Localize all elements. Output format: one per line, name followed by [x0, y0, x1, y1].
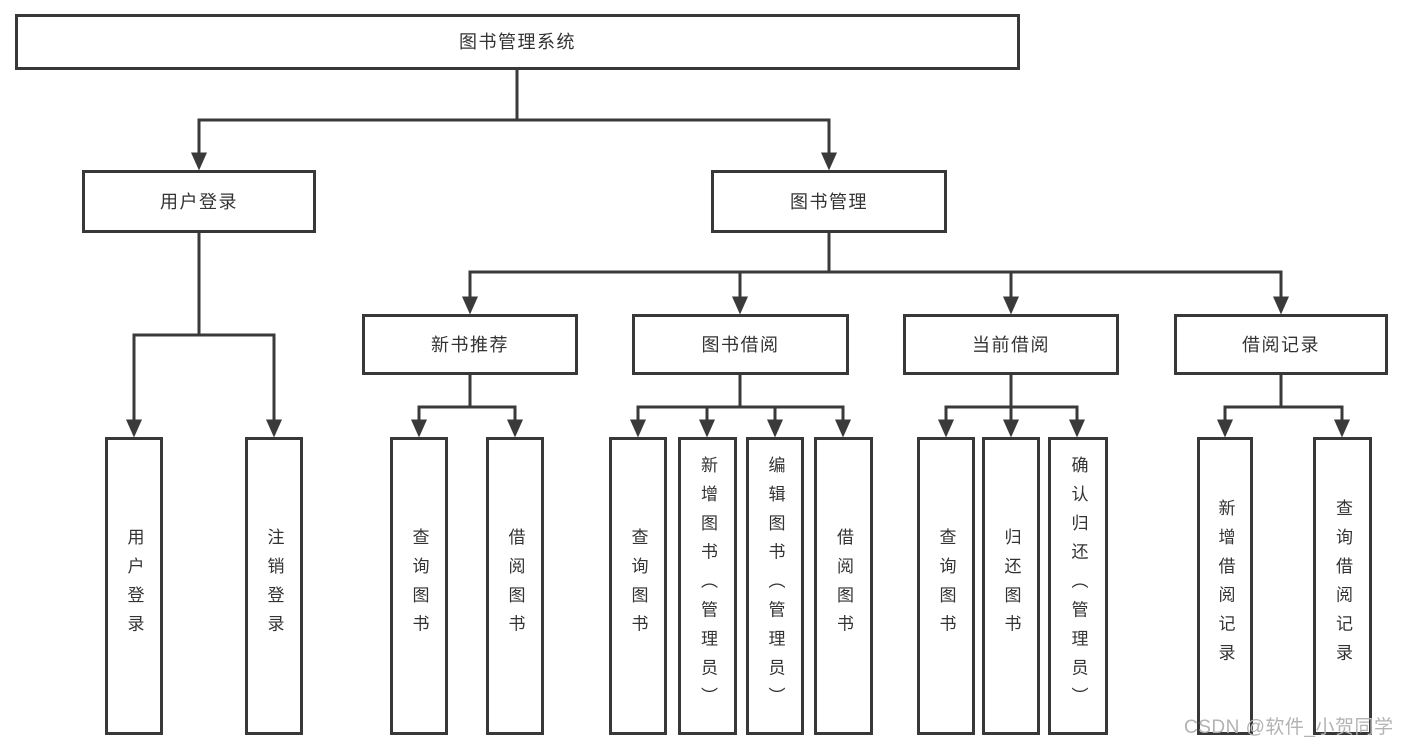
- leaf-query-books-recommend: 查询图书: [390, 437, 448, 735]
- leaf-label: 查询图书: [628, 528, 648, 644]
- leaf-label: 查询图书: [409, 528, 429, 644]
- leaf-borrow-books-recommend: 借阅图书: [486, 437, 544, 735]
- node-book-borrowing: 图书借阅: [632, 314, 849, 375]
- leaf-edit-books-admin: 编辑图书（管理员）: [746, 437, 804, 735]
- leaf-label: 用户登录: [124, 528, 144, 644]
- leaf-label: 查询借阅记录: [1333, 499, 1352, 673]
- node-label: 用户登录: [160, 191, 238, 212]
- leaf-label: 借阅图书: [505, 528, 525, 644]
- node-borrowing-records: 借阅记录: [1174, 314, 1388, 375]
- leaf-borrow-books-borrowing: 借阅图书: [814, 437, 873, 735]
- leaf-label: 归还图书: [1001, 528, 1021, 644]
- node-new-book-recommendation: 新书推荐: [362, 314, 578, 375]
- leaf-user-login: 用户登录: [105, 437, 163, 735]
- leaf-logout-login: 注销登录: [245, 437, 303, 735]
- leaf-label: 新增图书（管理员）: [698, 455, 717, 717]
- leaf-label: 新增借阅记录: [1215, 499, 1235, 673]
- node-library-management-system: 图书管理系统: [15, 14, 1020, 70]
- leaf-add-borrow-record: 新增借阅记录: [1197, 437, 1253, 735]
- node-label: 借阅记录: [1242, 334, 1320, 355]
- leaf-label: 编辑图书（管理员）: [765, 455, 785, 717]
- node-label: 图书借阅: [701, 334, 780, 355]
- node-user-login: 用户登录: [82, 170, 316, 233]
- node-label: 图书管理系统: [459, 32, 576, 52]
- leaf-label: 注销登录: [264, 528, 284, 644]
- node-label: 图书管理: [790, 191, 868, 212]
- watermark: CSDN @软件_小贺同学: [1184, 717, 1394, 738]
- node-book-management: 图书管理: [711, 170, 947, 233]
- leaf-label: 借阅图书: [834, 528, 853, 644]
- leaf-query-books-borrowing: 查询图书: [609, 437, 667, 735]
- node-label: 当前借阅: [972, 334, 1050, 355]
- leaf-label: 确认归还（管理员）: [1068, 455, 1088, 717]
- leaf-query-books-current: 查询图书: [917, 437, 975, 735]
- node-label: 新书推荐: [431, 334, 509, 355]
- leaf-query-borrow-record: 查询借阅记录: [1313, 437, 1372, 735]
- leaf-label: 查询图书: [936, 528, 956, 644]
- node-current-borrowing: 当前借阅: [903, 314, 1119, 375]
- leaf-add-books-admin: 新增图书（管理员）: [678, 437, 737, 735]
- leaf-return-books: 归还图书: [982, 437, 1040, 735]
- leaf-confirm-return-admin: 确认归还（管理员）: [1048, 437, 1108, 735]
